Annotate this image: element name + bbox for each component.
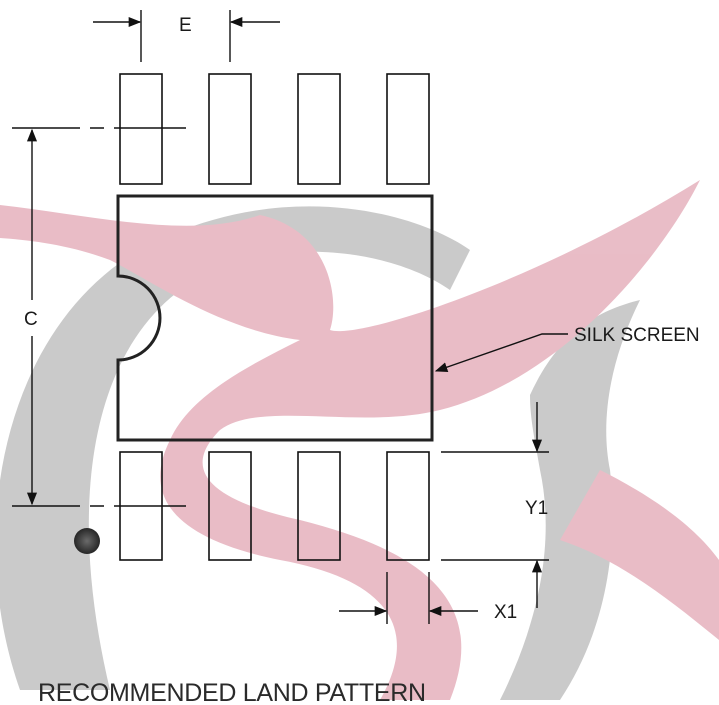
dimension-x1: X1 [339, 572, 517, 624]
dimension-c: C [12, 127, 186, 507]
label-silk-screen: SILK SCREEN [574, 325, 700, 346]
pin1-dot [74, 528, 100, 554]
pad-top-3 [297, 73, 341, 185]
dimension-y1: Y1 [441, 402, 549, 608]
pad-top-2 [208, 73, 252, 185]
top-pads [119, 73, 430, 185]
watermark-logo [0, 180, 719, 700]
package-outline [116, 194, 434, 442]
silk-screen-outline [116, 194, 434, 442]
pad-top-1 [119, 73, 163, 185]
watermark-gray-right [500, 300, 640, 700]
silk-leader [434, 333, 568, 373]
pad-bottom-3 [297, 451, 341, 561]
watermark-gray-arc [0, 206, 470, 690]
pad-bottom-2 [208, 451, 252, 561]
dimension-e: E [93, 10, 280, 62]
watermark-pink-tail [560, 470, 719, 640]
pad-top-4 [386, 73, 430, 185]
pad-bottom-4 [386, 451, 430, 561]
label-c: C [24, 309, 38, 330]
silk-screen-callout: SILK SCREEN [434, 325, 700, 373]
watermark-pink-swoosh [0, 180, 700, 700]
label-e: E [179, 15, 192, 36]
label-x1: X1 [494, 602, 517, 623]
diagram-title: RECOMMENDED LAND PATTERN [38, 679, 426, 705]
label-y1: Y1 [525, 498, 548, 519]
